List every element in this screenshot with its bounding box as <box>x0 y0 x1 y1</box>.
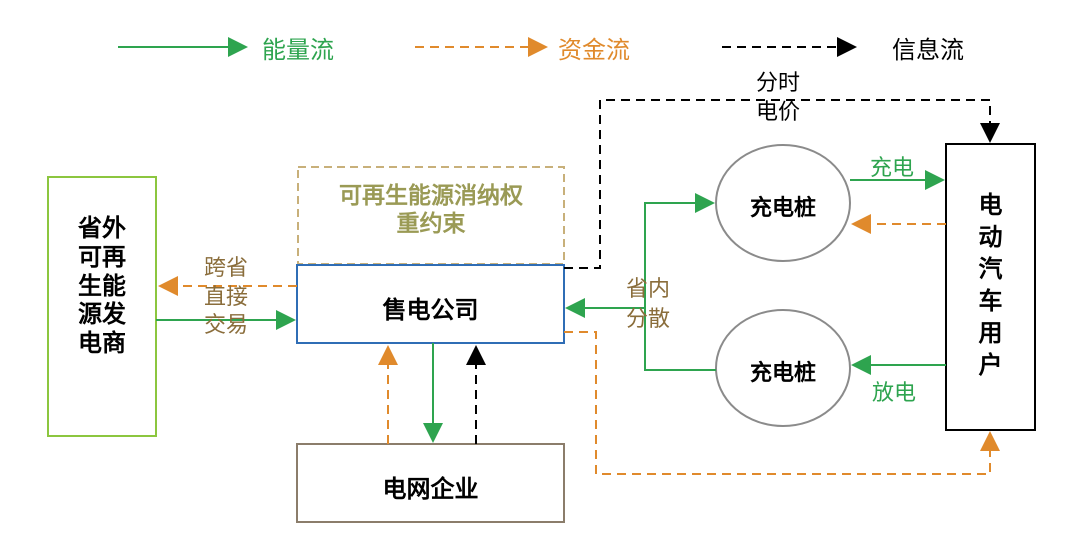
charger-bottom-label: 充电桩 <box>749 361 816 386</box>
tou-price-label: 分时 电价 <box>755 71 800 125</box>
distributed-energy-bottom <box>644 308 716 371</box>
ev-user-box <box>945 143 1036 431</box>
charger-top-circle <box>715 144 851 262</box>
grid-box <box>296 443 565 523</box>
grid-label: 电网企业 <box>382 475 479 503</box>
tou-info-arrow <box>564 99 1000 269</box>
distributed-label: 省内 分散 <box>625 277 670 332</box>
legend-money-label: 资金流 <box>558 36 630 64</box>
charger-bottom-circle <box>715 309 851 427</box>
constraint-label: 可再生能源消纳权 重约束 <box>339 183 523 237</box>
ev-money-arrow <box>564 331 1000 475</box>
legend-energy-label: 能量流 <box>262 36 334 64</box>
discharge-label: 放电 <box>872 381 917 406</box>
outer-provider-label: 省外 可再 生能 源发 电商 <box>78 214 126 358</box>
outer-provider-box <box>47 176 157 437</box>
cross-province-label: 跨省 直接 交易 <box>203 256 248 339</box>
retailer-box <box>296 264 565 344</box>
distributed-energy-top <box>644 193 715 310</box>
legend-info-label: 信息流 <box>892 36 964 64</box>
retailer-label: 售电公司 <box>382 296 479 324</box>
ev-user-label: 电 动 汽 车 用 户 <box>978 191 1003 379</box>
charger-top-label: 充电桩 <box>749 196 816 221</box>
charge-label: 充电 <box>870 156 915 181</box>
